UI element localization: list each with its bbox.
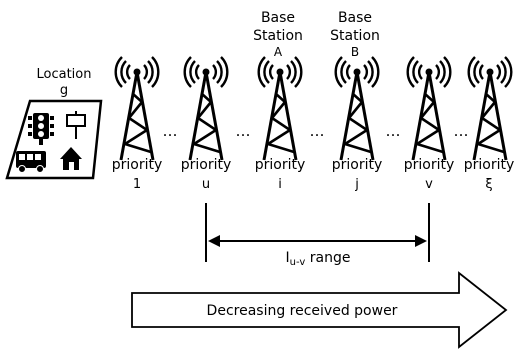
svg-text:Base: Base <box>261 10 295 26</box>
location-id: g <box>60 83 68 98</box>
svg-text:Station: Station <box>253 28 303 44</box>
range-indicator: Iu-v range <box>205 203 430 268</box>
svg-text:priority: priority <box>332 157 383 173</box>
bus-icon <box>16 151 46 173</box>
svg-text:priority: priority <box>181 157 232 173</box>
tower-i <box>257 55 303 162</box>
svg-text:priority: priority <box>404 157 455 173</box>
decreasing-power-arrow: Decreasing received power <box>131 271 508 349</box>
svg-text:ξ: ξ <box>485 177 492 192</box>
range-label: Iu-v range <box>286 250 351 268</box>
svg-text:A: A <box>274 45 283 59</box>
tower-j <box>334 55 380 162</box>
svg-text:Base: Base <box>338 10 372 26</box>
priority-label-1: priority 1 <box>112 157 163 192</box>
svg-text:j: j <box>354 177 359 192</box>
ellipsis: … <box>163 122 178 140</box>
priority-label-u: priority u <box>181 157 232 192</box>
priority-label-xi: priority ξ <box>464 157 515 192</box>
location-group: Location g <box>5 67 103 180</box>
base-station-b-label: Base Station B <box>330 10 380 59</box>
ellipsis: … <box>386 122 401 140</box>
range-arrowhead-left <box>208 235 220 247</box>
priority-label-i: priority i <box>255 157 306 192</box>
ellipsis: … <box>310 122 325 140</box>
tower-v <box>406 55 452 162</box>
svg-text:priority: priority <box>255 157 306 173</box>
base-station-a-label: Base Station A <box>253 10 303 59</box>
svg-text:priority: priority <box>112 157 163 173</box>
svg-text:i: i <box>278 177 282 192</box>
range-arrowhead-right <box>415 235 427 247</box>
power-arrow-label: Decreasing received power <box>207 303 398 319</box>
location-label: Location <box>37 67 92 82</box>
priority-label-v: priority v <box>404 157 455 192</box>
tower-xi <box>467 55 513 162</box>
house-icon <box>60 147 82 170</box>
svg-text:1: 1 <box>133 177 141 192</box>
svg-text:v: v <box>425 177 433 192</box>
traffic-light-icon <box>28 113 54 145</box>
svg-text:priority: priority <box>464 157 515 173</box>
priority-label-j: priority j <box>332 157 383 192</box>
ellipsis: … <box>454 122 469 140</box>
svg-text:B: B <box>351 45 359 59</box>
signpost-icon <box>66 111 86 139</box>
svg-text:u: u <box>202 177 210 192</box>
tower-1 <box>114 55 160 162</box>
tower-u <box>183 55 229 162</box>
ellipsis: … <box>236 122 251 140</box>
svg-text:Station: Station <box>330 28 380 44</box>
